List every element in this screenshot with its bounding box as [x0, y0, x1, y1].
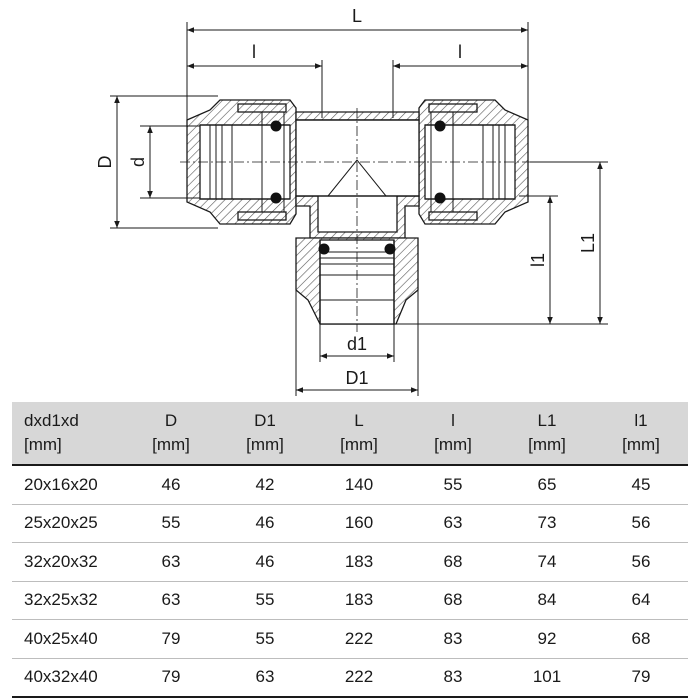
- table-cell: 68: [406, 542, 500, 582]
- label-D: D: [95, 156, 115, 169]
- column-header: L1 [mm]: [500, 402, 594, 466]
- bottom-right-o-ring: [384, 243, 396, 255]
- table-cell: 92: [500, 619, 594, 659]
- table-cell: 222: [312, 658, 406, 698]
- table-cell: 68: [406, 581, 500, 620]
- bottom-left-o-ring: [318, 243, 330, 255]
- table-cell: 79: [594, 658, 688, 698]
- column-unit: [mm]: [622, 435, 660, 454]
- label-d1: d1: [347, 334, 367, 354]
- table-cell: 55: [406, 465, 500, 505]
- table-cell: 79: [124, 619, 218, 659]
- tee-fitting-drawing: L l l D d l1 L1 d1 D1: [95, 6, 608, 396]
- left-bottom-o-ring: [270, 192, 282, 204]
- column-unit: [mm]: [528, 435, 566, 454]
- table-cell: 79: [124, 658, 218, 698]
- table-cell: 55: [218, 619, 312, 659]
- table-cell: 32x25x32: [12, 581, 124, 620]
- table-cell: 45: [594, 465, 688, 505]
- table-cell: 222: [312, 619, 406, 659]
- label-D1: D1: [345, 368, 368, 388]
- column-header: l1 [mm]: [594, 402, 688, 466]
- column-unit: [mm]: [434, 435, 472, 454]
- table-cell: 83: [406, 619, 500, 659]
- label-d: d: [128, 157, 148, 167]
- column-header: dxd1xd [mm]: [12, 402, 124, 466]
- left-top-o-ring: [270, 120, 282, 132]
- table-cell: 46: [124, 465, 218, 505]
- label-l-right: l: [458, 42, 462, 62]
- table-cell: 101: [500, 658, 594, 698]
- table-cell: 68: [594, 619, 688, 659]
- dimension-lines: [110, 22, 608, 396]
- table-cell: 63: [124, 542, 218, 582]
- table-cell: 63: [218, 658, 312, 698]
- table-cell: 63: [406, 504, 500, 543]
- table-cell: 55: [218, 581, 312, 620]
- column-header: D [mm]: [124, 402, 218, 466]
- column-name: D: [164, 411, 178, 430]
- table-cell: 183: [312, 581, 406, 620]
- column-name: dxd1xd: [24, 411, 79, 430]
- table-cell: 65: [500, 465, 594, 505]
- column-name: D1: [254, 411, 276, 430]
- column-name: L: [354, 411, 364, 430]
- table-cell: 20x16x20: [12, 465, 124, 505]
- table-cell: 73: [500, 504, 594, 543]
- table-cell: 40x25x40: [12, 619, 124, 659]
- column-header: L [mm]: [312, 402, 406, 466]
- column-name: L1: [537, 411, 557, 430]
- label-l-left: l: [252, 42, 256, 62]
- table-cell: 46: [218, 542, 312, 582]
- table-cell: 83: [406, 658, 500, 698]
- label-L: L: [352, 6, 362, 26]
- table-cell: 56: [594, 542, 688, 582]
- table-cell: 64: [594, 581, 688, 620]
- center-lines: [180, 108, 535, 332]
- table-cell: 32x20x32: [12, 542, 124, 582]
- column-unit: [mm]: [340, 435, 378, 454]
- tee-body: [295, 111, 420, 239]
- table-cell: 40x32x40: [12, 658, 124, 698]
- table-cell: 56: [594, 504, 688, 543]
- column-unit: [mm]: [246, 435, 284, 454]
- column-name: l: [451, 411, 455, 430]
- label-l1: l1: [528, 253, 548, 267]
- table-cell: 55: [124, 504, 218, 543]
- table-header-row: dxd1xd [mm] D [mm] D1 [mm] L [mm] l [mm] L1 [mm] l1 […: [12, 402, 688, 466]
- column-name: l1: [634, 411, 648, 430]
- column-unit: [mm]: [24, 435, 62, 454]
- table-cell: 25x20x25: [12, 504, 124, 543]
- table-cell: 74: [500, 542, 594, 582]
- dimension-table: dxd1xd [mm] D [mm] D1 [mm] L [mm] l [mm] L1 [mm] l1 […: [12, 402, 688, 698]
- column-header: l [mm]: [406, 402, 500, 466]
- table-cell: 140: [312, 465, 406, 505]
- column-header: D1 [mm]: [218, 402, 312, 466]
- table-cell: 42: [218, 465, 312, 505]
- table-cell: 63: [124, 581, 218, 620]
- column-unit: [mm]: [152, 435, 190, 454]
- table-cell: 46: [218, 504, 312, 543]
- right-top-o-ring: [434, 120, 446, 132]
- table-cell: 160: [312, 504, 406, 543]
- right-bottom-o-ring: [434, 192, 446, 204]
- table-cell: 84: [500, 581, 594, 620]
- label-L1: L1: [578, 233, 598, 253]
- table-header: dxd1xd [mm] D [mm] D1 [mm] L [mm] l [mm] L1 [mm] l1 […: [12, 402, 688, 466]
- table-cell: 183: [312, 542, 406, 582]
